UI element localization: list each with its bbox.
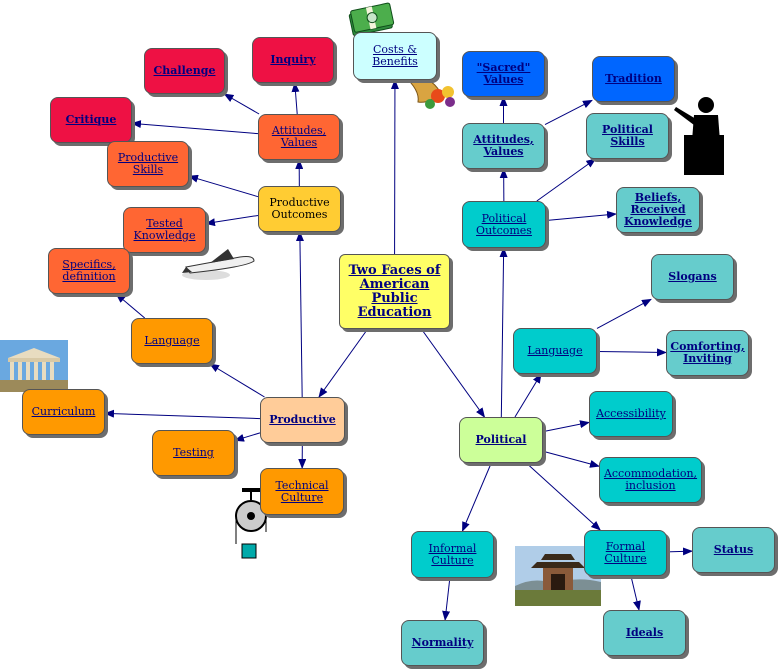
connector-productive-to-language_l bbox=[209, 363, 265, 398]
connector-attitudes_r-to-tradition bbox=[544, 99, 593, 126]
connector-language_l-to-specifics bbox=[115, 293, 146, 319]
node-center[interactable]: Two Faces of American Public Education bbox=[339, 254, 450, 329]
node-specifics-definition[interactable]: Specifics, definition bbox=[48, 248, 130, 294]
cornucopia-icon bbox=[402, 75, 455, 109]
connector-prod_outcomes-to-prod_skills bbox=[188, 174, 259, 198]
connector-political-to-accommodation bbox=[542, 450, 600, 468]
connector-political-to-language_r bbox=[514, 373, 542, 418]
node-status[interactable]: Status bbox=[692, 527, 775, 573]
connector-language_r-to-comforting bbox=[596, 348, 667, 357]
money-stack-icon bbox=[348, 2, 395, 37]
node-accommodation-inclusion[interactable]: Accommodation, inclusion bbox=[599, 457, 702, 503]
connector-center-to-political bbox=[420, 328, 486, 418]
connector-formal-to-status bbox=[666, 547, 693, 556]
connector-productive-to-prod_outcomes bbox=[295, 231, 304, 398]
chinese-pavilion-icon bbox=[515, 546, 601, 606]
connector-informal-to-normality bbox=[442, 577, 451, 621]
connector-pol_outcomes-to-pol_skills bbox=[536, 158, 597, 202]
node-productive-outcomes[interactable]: Productive Outcomes bbox=[258, 186, 341, 232]
connector-attitudes_l-to-challenge bbox=[223, 93, 260, 115]
node-critique[interactable]: Critique bbox=[50, 97, 132, 143]
connector-productive-to-testing bbox=[234, 432, 261, 442]
node-tradition[interactable]: Tradition bbox=[592, 56, 675, 102]
connector-pol_outcomes-to-beliefs bbox=[545, 210, 617, 222]
node-informal-culture[interactable]: Informal Culture bbox=[411, 531, 494, 578]
node-beliefs-received-knowledge[interactable]: Beliefs, Received Knowledge bbox=[616, 187, 700, 233]
speaker-at-podium-icon bbox=[674, 97, 724, 175]
node-technical-culture[interactable]: Technical Culture bbox=[260, 468, 344, 515]
node-productive-skills[interactable]: Productive Skills bbox=[107, 141, 189, 187]
pulley-weight-icon bbox=[235, 488, 267, 559]
node-political[interactable]: Political bbox=[459, 417, 543, 463]
connector-attitudes_l-to-inquiry bbox=[291, 82, 300, 115]
connector-productive-to-curriculum bbox=[104, 409, 261, 420]
node-challenge[interactable]: Challenge bbox=[144, 48, 225, 94]
node-comforting-inviting[interactable]: Comforting, Inviting bbox=[666, 330, 749, 376]
node-accessibility[interactable]: Accessibility bbox=[589, 391, 673, 437]
node-political-skills[interactable]: Political Skills bbox=[586, 113, 669, 159]
connector-political-to-pol_outcomes bbox=[499, 247, 508, 418]
node-inquiry[interactable]: Inquiry bbox=[252, 37, 334, 83]
connector-prod_outcomes-to-tested bbox=[205, 214, 259, 227]
node-productive[interactable]: Productive bbox=[260, 397, 345, 443]
node-political-outcomes[interactable]: Political Outcomes bbox=[462, 201, 546, 248]
node-tested-knowledge[interactable]: Tested Knowledge bbox=[123, 207, 206, 253]
connector-language_r-to-slogans bbox=[596, 298, 652, 329]
connector-formal-to-ideals bbox=[630, 575, 641, 611]
node-testing[interactable]: Testing bbox=[152, 430, 235, 476]
space-shuttle-icon bbox=[182, 249, 255, 280]
greek-temple-icon bbox=[0, 340, 68, 392]
connector-political-to-formal bbox=[526, 462, 601, 531]
connector-attitudes_l-to-critique bbox=[131, 120, 259, 135]
node-attitudes-values-right[interactable]: Attitudes, Values bbox=[462, 123, 545, 169]
node-sacred-values[interactable]: "Sacred" Values bbox=[462, 51, 545, 97]
node-language-right[interactable]: Language bbox=[513, 328, 597, 374]
node-costs-benefits[interactable]: Costs & Benefits bbox=[353, 32, 437, 80]
connector-center-to-productive bbox=[318, 328, 369, 398]
node-normality[interactable]: Normality bbox=[401, 620, 484, 666]
connector-political-to-accessibility bbox=[542, 420, 590, 433]
node-slogans[interactable]: Slogans bbox=[651, 254, 734, 300]
node-language-left[interactable]: Language bbox=[131, 318, 213, 364]
node-attitudes-values-left[interactable]: Attitudes, Values bbox=[258, 114, 340, 160]
node-formal-culture[interactable]: Formal Culture bbox=[584, 530, 667, 576]
node-ideals[interactable]: Ideals bbox=[603, 610, 686, 656]
connector-political-to-informal bbox=[461, 462, 492, 532]
node-curriculum[interactable]: Curriculum bbox=[22, 389, 105, 435]
